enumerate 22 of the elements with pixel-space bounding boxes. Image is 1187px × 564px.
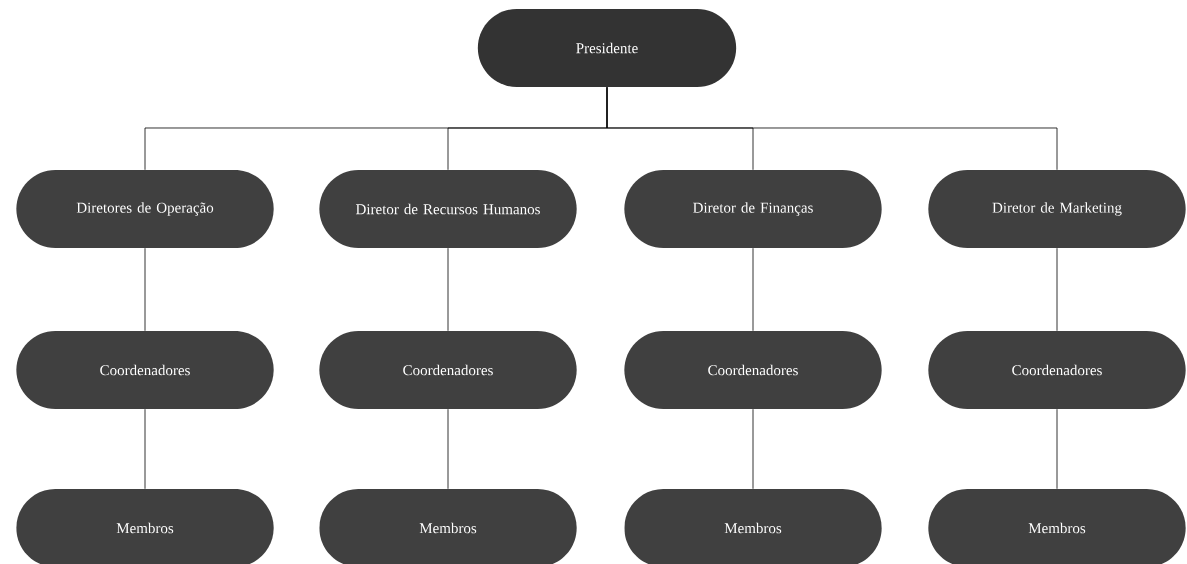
connector-line [752, 408, 754, 490]
rounded-box: Diretores de Operação [16, 170, 274, 248]
connector-line [752, 247, 754, 332]
rounded-box: Coordenadores [16, 331, 274, 409]
connector-line [606, 86, 1058, 171]
rounded-box: Membros [624, 489, 882, 564]
rounded-box: Membros [928, 489, 1186, 564]
rounded-box: Coordenadores [624, 331, 882, 409]
rounded-box: Diretor de Finanças [624, 170, 882, 248]
rounded-box: Presidente [477, 9, 737, 87]
rounded-box: Membros [319, 489, 577, 564]
connector-line [447, 247, 449, 332]
rounded-box: Membros [16, 489, 274, 564]
connector-line [1056, 247, 1058, 332]
connector-line [447, 408, 449, 490]
rounded-box: Coordenadores [928, 331, 1186, 409]
connector-line [144, 408, 146, 490]
rounded-box: Diretor de Marketing [928, 170, 1186, 248]
rounded-box: Diretor de Recursos Humanos [319, 170, 577, 248]
connector-line [1056, 408, 1058, 490]
rounded-box: Coordenadores [319, 331, 577, 409]
connector-line [144, 247, 146, 332]
